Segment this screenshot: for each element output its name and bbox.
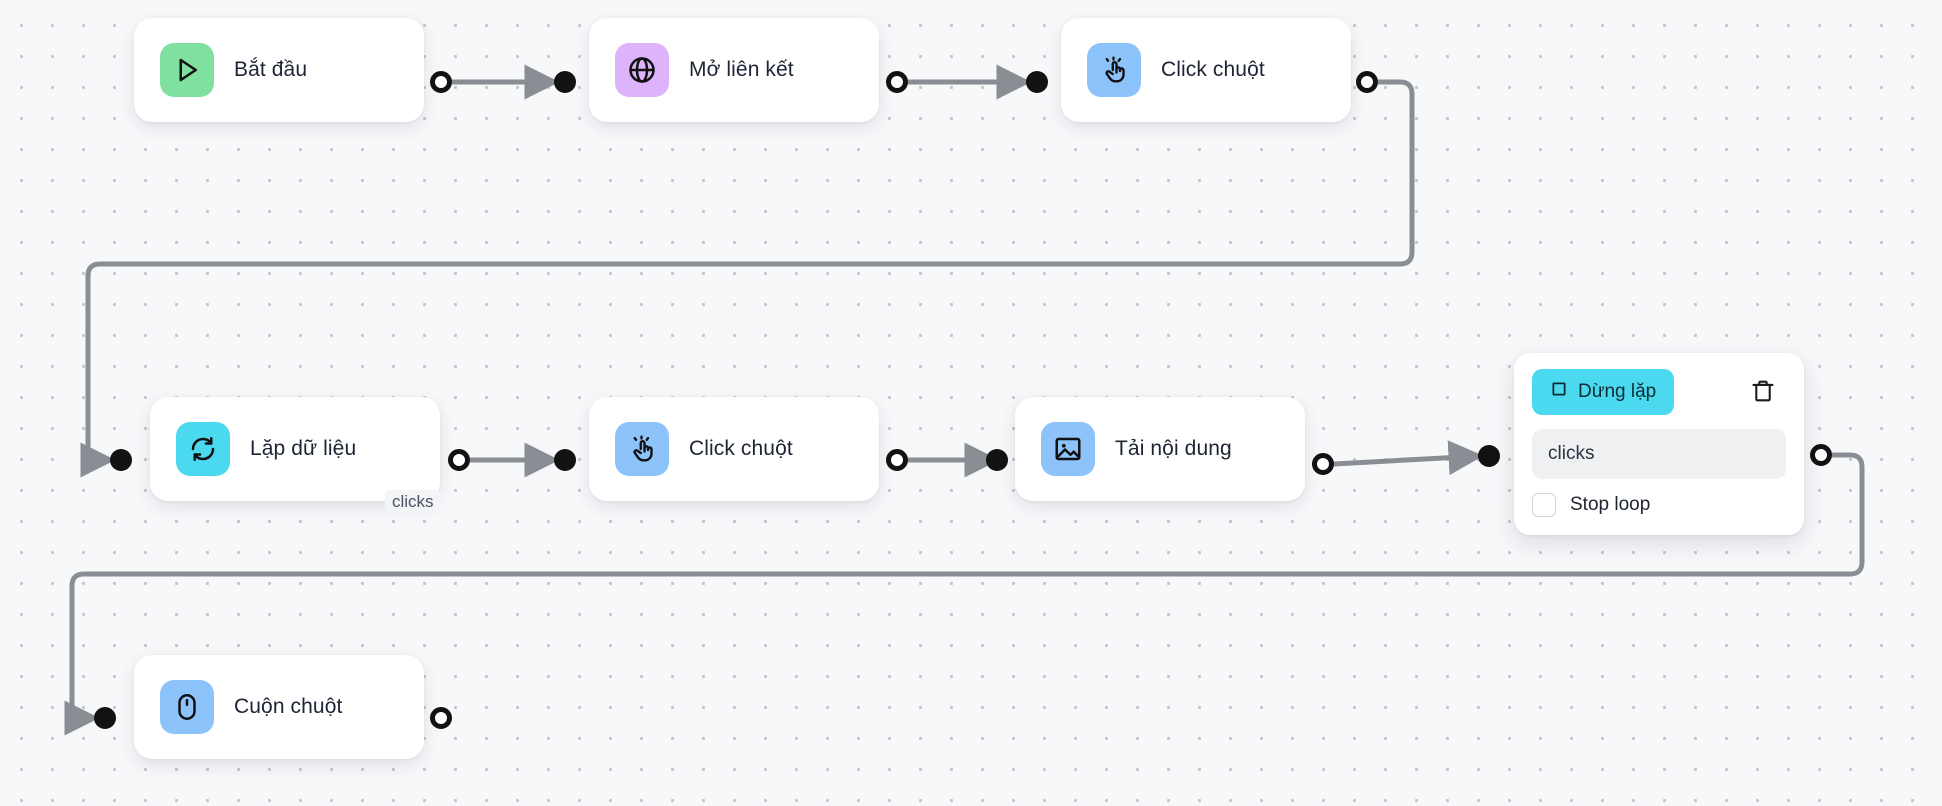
port-out-start[interactable] [430,71,452,93]
stop-loop-checkbox-label: Stop loop [1570,494,1651,515]
play-icon [160,43,214,97]
edge-load-content-to-loop-return [1333,440,1484,476]
port-in-click-2[interactable] [554,449,576,471]
node-open-link-label: Mở liên kết [689,58,794,81]
port-out-open-link[interactable] [886,71,908,93]
port-in-scroll-mouse[interactable] [94,707,116,729]
node-click-mouse-2[interactable]: Click chuột [589,397,879,501]
stop-loop-button-label: Dừng lặp [1578,381,1657,402]
node-load-content[interactable]: Tải nội dung [1015,397,1305,501]
loop-refresh-icon [176,422,230,476]
node-loop-data[interactable]: Lặp dữ liệu [150,397,440,501]
trash-icon [1750,378,1776,407]
stop-loop-checkbox-row[interactable]: Stop loop [1532,493,1786,517]
mouse-icon [160,680,214,734]
stop-loop-checkbox[interactable] [1532,493,1556,517]
node-start[interactable]: Bắt đầu [134,18,424,122]
node-start-label: Bắt đầu [234,58,308,81]
port-in-loop-data[interactable] [110,449,132,471]
loop-settings-panel[interactable]: Dừng lặp Stop loop [1514,353,1804,535]
node-open-link[interactable]: Mở liên kết [589,18,879,122]
loop-panel-header: Dừng lặp [1532,369,1786,415]
port-in-click-1[interactable] [1026,71,1048,93]
node-loop-data-label: Lặp dữ liệu [250,437,357,460]
port-in-load-content[interactable] [986,449,1008,471]
port-out-click-1[interactable] [1356,71,1378,93]
stop-square-icon [1550,380,1568,404]
port-in-open-link[interactable] [554,71,576,93]
loop-key-input[interactable] [1532,429,1786,479]
stop-loop-button[interactable]: Dừng lặp [1532,369,1675,415]
port-in-loop-return[interactable] [1478,445,1500,467]
node-click-mouse-2-label: Click chuột [689,437,793,460]
click-hand-icon [1087,43,1141,97]
image-icon [1041,422,1095,476]
port-out-loop-return[interactable] [1810,444,1832,466]
port-out-scroll-mouse[interactable] [430,707,452,729]
click-hand-icon [615,422,669,476]
port-out-load-content[interactable] [1312,453,1334,475]
node-click-mouse-1[interactable]: Click chuột [1061,18,1351,122]
node-load-content-label: Tải nội dung [1115,437,1232,460]
port-out-click-2[interactable] [886,449,908,471]
node-scroll-mouse[interactable]: Cuộn chuột [134,655,424,759]
loop-clicks-badge: clicks [385,490,441,514]
port-out-loop-data[interactable] [448,449,470,471]
node-click-mouse-1-label: Click chuột [1161,58,1265,81]
node-scroll-mouse-label: Cuộn chuột [234,695,343,718]
delete-loop-button[interactable] [1740,372,1786,413]
globe-icon [615,43,669,97]
